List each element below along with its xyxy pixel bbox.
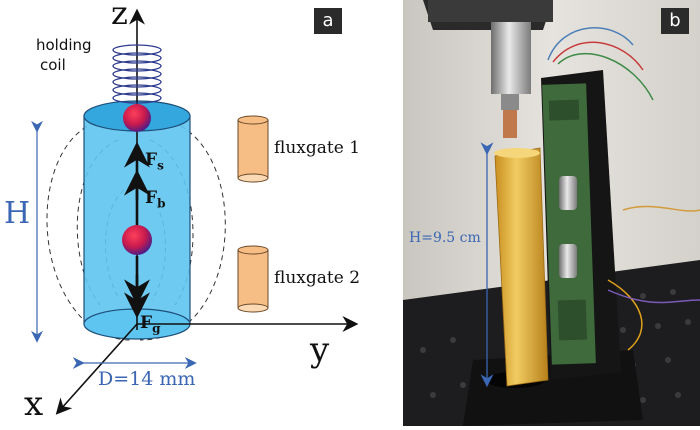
x-axis <box>55 323 138 415</box>
force-fs-label: Fs <box>145 150 164 173</box>
holding-coil <box>112 44 162 104</box>
force-fb-label: Fb <box>145 188 166 211</box>
fluxgate-2-sensor <box>237 245 269 313</box>
height-label: H <box>4 196 31 231</box>
panel-b-badge: b <box>661 8 689 34</box>
force-fg-label: Fg <box>140 313 161 336</box>
y-axis-label: y <box>310 330 330 370</box>
holding-coil-label-line2: coil <box>40 56 66 74</box>
schematic-drawing <box>31 8 359 415</box>
panel-a-badge: a <box>314 8 342 34</box>
x-axis-label: x <box>24 384 44 424</box>
fluxgate-1-sensor <box>237 115 269 183</box>
z-axis-label: z <box>111 0 128 32</box>
panel-a-schematic: a z y x holding coil fluxgate 1 fluxgate… <box>4 0 361 424</box>
holding-coil-label-line1: holding <box>36 36 92 54</box>
photo-illustration <box>403 0 700 426</box>
particle-middle <box>122 225 152 255</box>
photo-height-label: H=9.5 cm <box>409 230 481 246</box>
particle-top <box>123 104 151 132</box>
diameter-label: D=14 mm <box>98 368 196 390</box>
panel-b-photo: b H=9.5 cm <box>403 0 700 426</box>
fluxgate-2-label: fluxgate 2 <box>274 268 361 288</box>
fluxgate-1-label: fluxgate 1 <box>274 138 361 158</box>
